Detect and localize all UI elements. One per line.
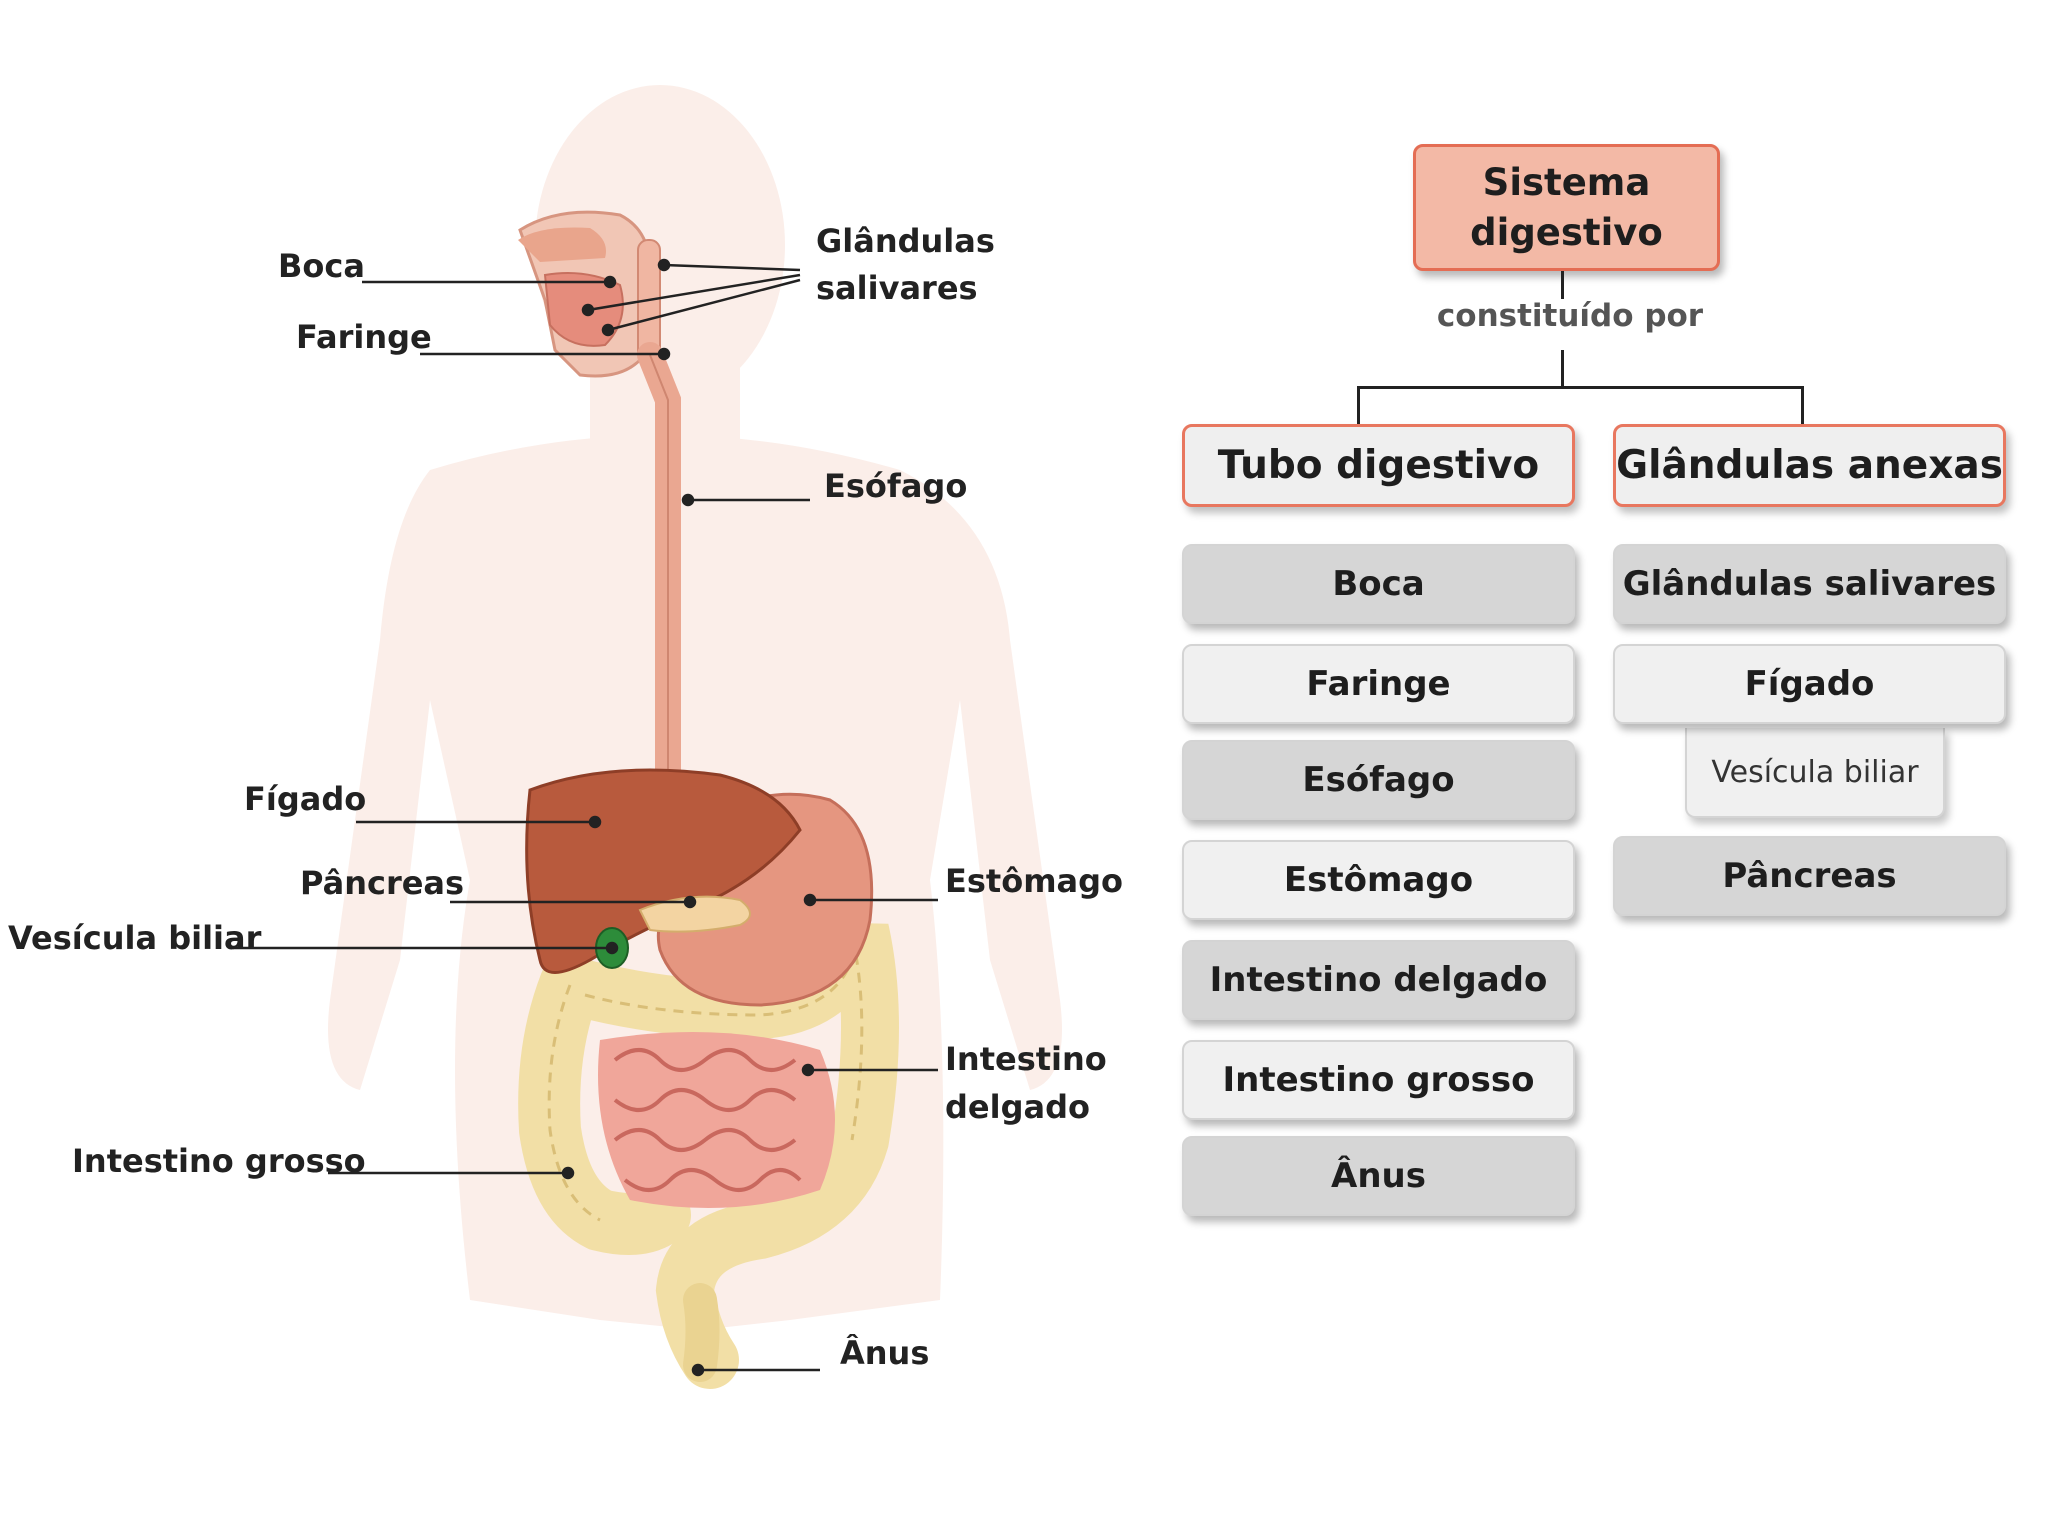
tubo-item-esofago: Esófago [1182, 740, 1575, 820]
small-intestine-organ [598, 1032, 835, 1208]
connector-line-left [1357, 386, 1360, 424]
glandula-item-pancreas: Pâncreas [1613, 836, 2006, 916]
root-line-2: digestivo [1470, 210, 1663, 254]
label-intestino-delgado-1: Intestino [945, 1040, 1107, 1078]
tubo-item-faringe: Faringe [1182, 644, 1575, 724]
tubo-item-intestino-grosso: Intestino grosso [1182, 1040, 1575, 1120]
connector-line-horizontal [1357, 386, 1804, 389]
label-figado: Fígado [244, 780, 367, 818]
digestive-system-illustration [233, 85, 1062, 1389]
label-boca: Boca [278, 247, 365, 285]
connector-line-stem [1561, 350, 1564, 388]
tubo-item-intestino-delgado: Intestino delgado [1182, 940, 1575, 1020]
tubo-item-estomago: Estômago [1182, 840, 1575, 920]
connector-line-right [1801, 386, 1804, 424]
category-tubo-digestivo: Tubo digestivo [1182, 424, 1575, 507]
glandula-item-salivares: Glândulas salivares [1613, 544, 2006, 624]
label-glandulas-salivares-1: Glândulas [816, 222, 995, 260]
leader-lines [233, 258, 938, 1377]
concept-root-sistema-digestivo: Sistema digestivo [1413, 144, 1720, 271]
connector-label: constituído por [1436, 298, 1704, 334]
label-intestino-grosso: Intestino grosso [72, 1142, 366, 1180]
glandula-item-figado: Fígado [1613, 644, 2006, 724]
glandula-subitem-vesicula-biliar: Vesícula biliar [1685, 728, 1945, 818]
label-vesicula-biliar: Vesícula biliar [8, 919, 262, 957]
label-esofago: Esófago [824, 467, 968, 505]
label-glandulas-salivares-2: salivares [816, 269, 978, 307]
label-intestino-delgado-2: delgado [945, 1088, 1090, 1126]
tubo-item-boca: Boca [1182, 544, 1575, 624]
large-intestine-organ [518, 921, 899, 1389]
label-estomago: Estômago [945, 862, 1124, 900]
tubo-item-anus: Ânus [1182, 1136, 1575, 1216]
label-anus: Ânus [840, 1334, 930, 1372]
label-faringe: Faringe [296, 318, 432, 356]
root-line-1: Sistema [1482, 160, 1651, 204]
category-glandulas-anexas: Glândulas anexas [1613, 424, 2006, 507]
connector-line-root [1561, 271, 1564, 299]
label-pancreas: Pâncreas [300, 864, 465, 902]
